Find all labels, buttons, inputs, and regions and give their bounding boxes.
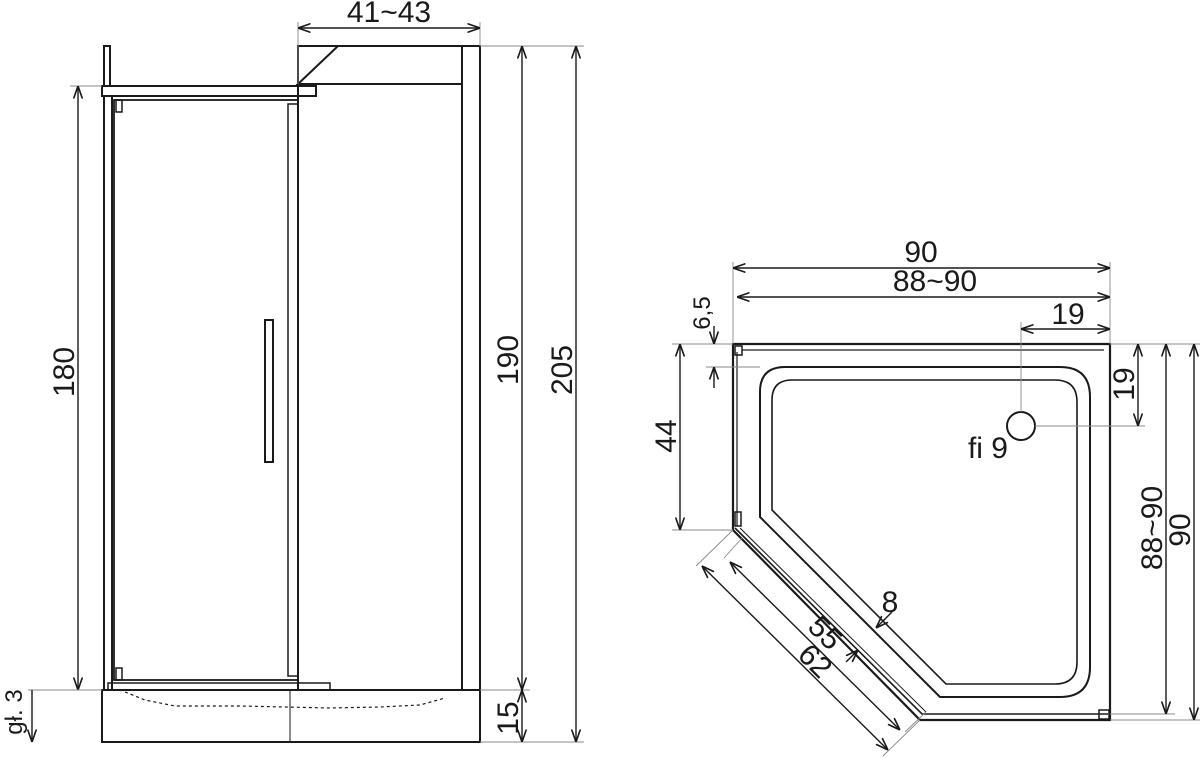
glass-line	[734, 527, 1108, 715]
label-drain-diameter: fi 9	[968, 432, 1008, 465]
left-profile	[103, 95, 113, 691]
front-view: 41~43 180 190 205 15 gł. 3	[1, 0, 584, 743]
basin-outer	[759, 366, 1091, 698]
tray-rim	[107, 682, 331, 691]
door-handle	[264, 319, 274, 463]
label-glass-gap: 8	[882, 586, 899, 619]
label-depth-top: 41~43	[347, 0, 431, 29]
corner-post-top	[734, 345, 743, 356]
top-post	[103, 45, 111, 87]
label-drain-offset-x: 19	[1051, 298, 1084, 331]
corner-post-right	[1098, 709, 1110, 720]
top-rail	[101, 85, 317, 97]
dim-glass-gap-b	[845, 650, 858, 663]
dim-diag-inner	[730, 562, 900, 730]
label-tray-height: 15	[492, 701, 525, 734]
door-glass	[113, 99, 299, 681]
label-panel-height: 190	[492, 335, 525, 385]
label-side-short: 6,5	[689, 296, 716, 329]
corner-post-left	[734, 511, 742, 527]
back-panel	[297, 45, 481, 691]
label-drain-offset-y: 19	[1108, 367, 1141, 400]
tray-outline	[731, 342, 1112, 722]
tray-basin-dashed	[124, 691, 446, 709]
label-overall-depth: 90	[1164, 513, 1197, 546]
drain-circle	[1006, 411, 1036, 441]
label-tray-depth: gł. 3	[1, 689, 28, 734]
door-right-profile	[287, 103, 299, 677]
label-inner-width: 88~90	[893, 265, 977, 298]
label-side-left: 44	[650, 419, 683, 452]
label-door-height: 180	[48, 347, 81, 397]
basin-inner	[771, 379, 1078, 685]
top-hinge	[115, 99, 123, 113]
panel-slanted-top	[295, 45, 463, 85]
plan-view: fi 9 90 88~90 19 19 88~90 90 44	[650, 236, 1200, 757]
shower-tray	[101, 689, 481, 743]
bottom-hinge	[115, 667, 123, 681]
label-inner-depth: 88~90	[1136, 486, 1169, 570]
dim-glass-gap-a	[876, 611, 893, 628]
label-overall-width: 90	[904, 236, 937, 269]
label-total-height: 205	[546, 345, 579, 395]
